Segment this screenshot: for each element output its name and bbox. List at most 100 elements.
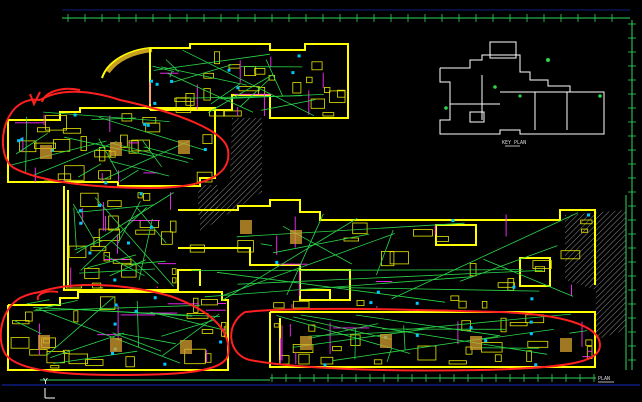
green-wire xyxy=(169,71,173,78)
green-wire xyxy=(153,53,271,71)
partition-room xyxy=(10,337,30,349)
cyan-fixture xyxy=(104,181,108,185)
green-wire xyxy=(117,332,176,345)
partition-room xyxy=(73,310,79,323)
partition-room xyxy=(203,88,211,101)
green-wire xyxy=(165,59,179,72)
cyan-fixture xyxy=(79,221,83,225)
partition-room xyxy=(389,251,409,265)
right-grid-ticks xyxy=(628,23,636,361)
cyan-fixture xyxy=(227,68,231,72)
green-wire xyxy=(87,254,137,269)
green-wire xyxy=(161,66,247,86)
top-grid-ticks xyxy=(67,14,613,22)
green-wire xyxy=(221,233,395,297)
partition-room xyxy=(100,296,116,310)
ucs-axis-icon xyxy=(44,388,55,399)
column-block xyxy=(40,145,52,159)
green-wire xyxy=(376,229,394,276)
partition-room xyxy=(209,109,225,117)
green-wire xyxy=(221,218,358,301)
partition-room xyxy=(45,115,67,131)
green-wire xyxy=(293,316,392,340)
key-plan-label: KEY PLAN xyxy=(502,140,527,146)
green-wire xyxy=(191,269,523,271)
cyan-fixture xyxy=(530,297,534,301)
partition-room xyxy=(84,267,100,279)
column-block xyxy=(560,338,572,352)
partition-room xyxy=(189,244,205,253)
column-block xyxy=(290,230,302,244)
cyan-fixture xyxy=(163,362,167,366)
partition-room xyxy=(200,298,218,306)
cyan-fixture xyxy=(134,309,138,313)
green-wire xyxy=(300,314,548,355)
column-block xyxy=(110,142,122,156)
green-wire xyxy=(265,59,284,97)
green-wire xyxy=(236,222,465,238)
partition-room xyxy=(64,165,85,181)
green-wire xyxy=(261,99,316,111)
partition-room xyxy=(98,228,120,241)
partition-room xyxy=(125,356,135,368)
green-wire xyxy=(79,268,155,274)
top-dimension-line xyxy=(62,9,630,19)
partition-room xyxy=(320,356,334,365)
partition-room xyxy=(356,299,365,306)
partition-room xyxy=(308,324,316,332)
green-wire xyxy=(38,308,181,364)
green-wire xyxy=(308,323,379,339)
cyan-fixture xyxy=(20,137,24,141)
cyan-fixture xyxy=(153,296,157,300)
column-blocks xyxy=(38,140,572,354)
cyan-fixture xyxy=(291,71,295,75)
green-wire xyxy=(119,169,139,182)
partition-room xyxy=(53,139,71,152)
column-block xyxy=(240,220,252,234)
partition-room xyxy=(417,345,437,361)
green-wire xyxy=(111,142,189,163)
green-wire xyxy=(72,203,94,239)
bottom-grid-ticks xyxy=(271,374,595,382)
green-wire xyxy=(33,304,201,312)
green-wire xyxy=(14,320,42,335)
partition-room xyxy=(560,250,581,260)
cyan-fixture xyxy=(376,290,380,294)
partition-room xyxy=(185,93,195,106)
green-wire xyxy=(273,233,370,254)
green-wire xyxy=(386,348,392,363)
cyan-fixture xyxy=(111,351,114,355)
partition-room xyxy=(458,300,467,309)
partition-room xyxy=(310,98,326,109)
partition-room xyxy=(323,87,331,93)
partition-room xyxy=(332,345,342,352)
cyan-fixture xyxy=(323,363,327,367)
partition-room xyxy=(143,192,151,201)
green-wire xyxy=(162,313,220,357)
cyan-fixture xyxy=(155,82,159,86)
partition-room xyxy=(205,353,212,363)
partition-room xyxy=(435,235,449,242)
cyan-fixture xyxy=(113,278,117,282)
green-wire xyxy=(260,243,273,246)
green-wire xyxy=(26,299,50,305)
partition-room xyxy=(62,349,70,354)
key-plan-diagram xyxy=(439,41,605,135)
partition-room xyxy=(481,300,488,309)
partition-room xyxy=(223,110,242,117)
green-wire xyxy=(152,65,174,72)
green-wire xyxy=(76,204,155,213)
partition-room xyxy=(174,97,195,102)
plan-label: PLAN xyxy=(598,376,611,382)
green-wire xyxy=(11,140,107,166)
green-wire xyxy=(129,260,166,265)
partition-room xyxy=(24,311,33,322)
column-block xyxy=(470,336,482,350)
green-wire xyxy=(208,74,274,113)
green-wire xyxy=(46,296,115,356)
column-block xyxy=(380,334,392,348)
partition-room xyxy=(80,192,99,207)
partition-room xyxy=(107,200,122,207)
green-wire xyxy=(391,212,579,300)
